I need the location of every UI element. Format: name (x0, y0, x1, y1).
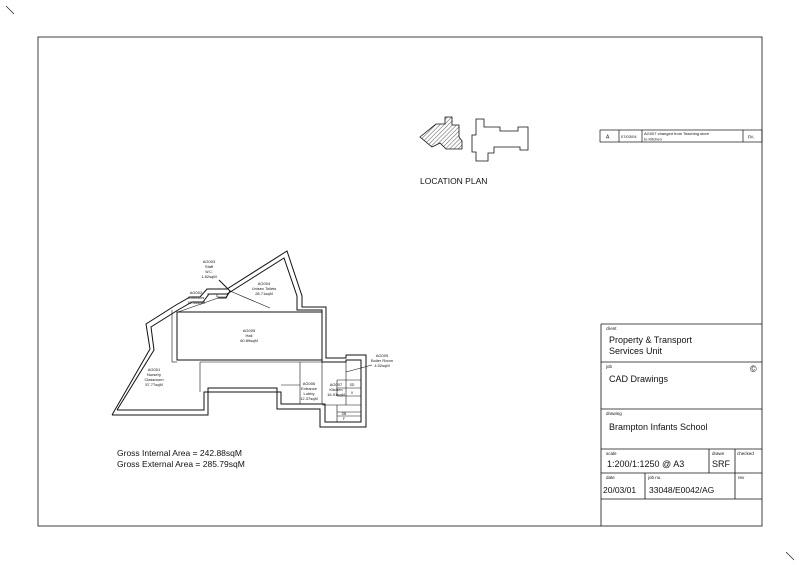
jobno-value: 33048/E0042/AG (649, 485, 714, 495)
svg-text:F: F (343, 417, 345, 421)
svg-text:16.91sqM: 16.91sqM (327, 392, 345, 397)
room-ag009: AG009 Boiler Room 4.52sqM (371, 353, 394, 368)
client-label: client (606, 326, 617, 331)
svg-text:60.89sqM: 60.89sqM (240, 338, 258, 343)
svg-text:Unisex Toilets: Unisex Toilets (252, 286, 277, 291)
small-room-labels: SD V SB F (342, 383, 355, 421)
svg-text:SD: SD (350, 383, 355, 387)
job-value: CAD Drawings (609, 374, 669, 384)
svg-text:Kitchen: Kitchen (329, 387, 342, 392)
jobno-label: job no. (647, 475, 662, 480)
svg-text:AG001: AG001 (148, 367, 161, 372)
drawn-value: SRF (712, 459, 731, 469)
svg-text:Classroom: Classroom (144, 377, 164, 382)
revision-description-1: AG007 changed from Teaching store (644, 131, 710, 136)
date-label: date (606, 475, 615, 480)
svg-text:57.77sqM: 57.77sqM (145, 382, 163, 387)
svg-text:12.37sqM: 12.37sqM (300, 396, 318, 401)
svg-text:Lobby: Lobby (304, 391, 315, 396)
room-ag001: AG001 Nursery Classroom 57.77sqM (144, 367, 164, 387)
scale-label: scale (606, 451, 617, 456)
svg-text:W.C.: W.C. (205, 270, 213, 274)
svg-text:V: V (351, 391, 354, 395)
drawing-value: Brampton Infants School (609, 422, 708, 432)
room-ag004: AG004 Unisex Toilets 28.71sqM (252, 281, 277, 296)
location-plan-site-hatched (419, 116, 463, 150)
svg-text:AG003: AG003 (203, 259, 216, 264)
scale-value: 1:200/1:1250 @ A3 (607, 459, 684, 469)
revision-date: 07/03/04 (621, 134, 637, 139)
svg-text:AG002: AG002 (190, 290, 203, 295)
svg-text:SB: SB (342, 412, 347, 416)
outer-wall-outer (111, 250, 367, 428)
svg-text:AG006: AG006 (303, 381, 316, 386)
room-ag003: AG003 Staff W.C. 1.82sqM (201, 259, 216, 279)
svg-text:Nursery: Nursery (147, 372, 161, 377)
client-line-1: Property & Transport (609, 335, 693, 345)
rev-label: rev (738, 475, 745, 480)
location-plan-label: LOCATION PLAN (420, 176, 487, 186)
date-value: 20/03/01 (603, 485, 636, 495)
room-ag006: AG006 Entrance Lobby 12.37sqM (300, 381, 318, 401)
gross-external-area: Gross External Area = 285.79sqM (117, 459, 245, 469)
drawing-label: drawing (606, 411, 622, 416)
hall-outline (176, 311, 323, 361)
location-plan-site-outline (471, 118, 529, 162)
sheet-border (37, 36, 763, 527)
copyright-symbol: © (750, 364, 757, 374)
checked-label: checked (737, 451, 754, 456)
svg-text:Hall: Hall (246, 333, 253, 338)
job-label: job (605, 364, 613, 369)
svg-text:AG005: AG005 (243, 328, 256, 333)
svg-text:4.52sqM: 4.52sqM (374, 363, 389, 368)
room-ag002: AG002 Corridors 10.45sqM (187, 290, 205, 305)
svg-text:10.45sqM: 10.45sqM (187, 300, 205, 305)
revision-initials: PA (748, 135, 754, 140)
title-block: client Property & Transport Services Uni… (600, 323, 762, 526)
floor-plan: AG003 Staff W.C. 1.82sqM AG004 Unisex To… (111, 250, 394, 428)
room-ag005: AG005 Hall 60.89sqM (240, 328, 258, 343)
trim-marks (5, 5, 795, 561)
outer-wall-inner (116, 257, 362, 423)
svg-text:Corridors: Corridors (188, 295, 204, 300)
drawn-label: drawn (712, 451, 725, 456)
revision-description-2: to Kitchen (644, 137, 662, 142)
svg-text:28.71sqM: 28.71sqM (255, 291, 273, 296)
svg-text:1.82sqM: 1.82sqM (201, 274, 216, 279)
svg-text:AG007: AG007 (330, 382, 343, 387)
room-ag007: AG007 Kitchen 16.91sqM (327, 382, 345, 397)
svg-text:AG009: AG009 (376, 353, 389, 358)
svg-text:AG004: AG004 (258, 281, 271, 286)
location-plan: LOCATION PLAN (419, 116, 529, 186)
revision-table: A 07/03/04 AG007 changed from Teaching s… (599, 129, 763, 143)
revision-rev: A (606, 135, 610, 141)
gross-internal-area: Gross Internal Area = 242.88sqM (117, 448, 242, 458)
client-line-2: Services Unit (609, 346, 663, 356)
svg-text:Entrance: Entrance (301, 386, 318, 391)
svg-text:Staff: Staff (205, 264, 214, 269)
svg-text:Boiler Room: Boiler Room (371, 358, 394, 363)
